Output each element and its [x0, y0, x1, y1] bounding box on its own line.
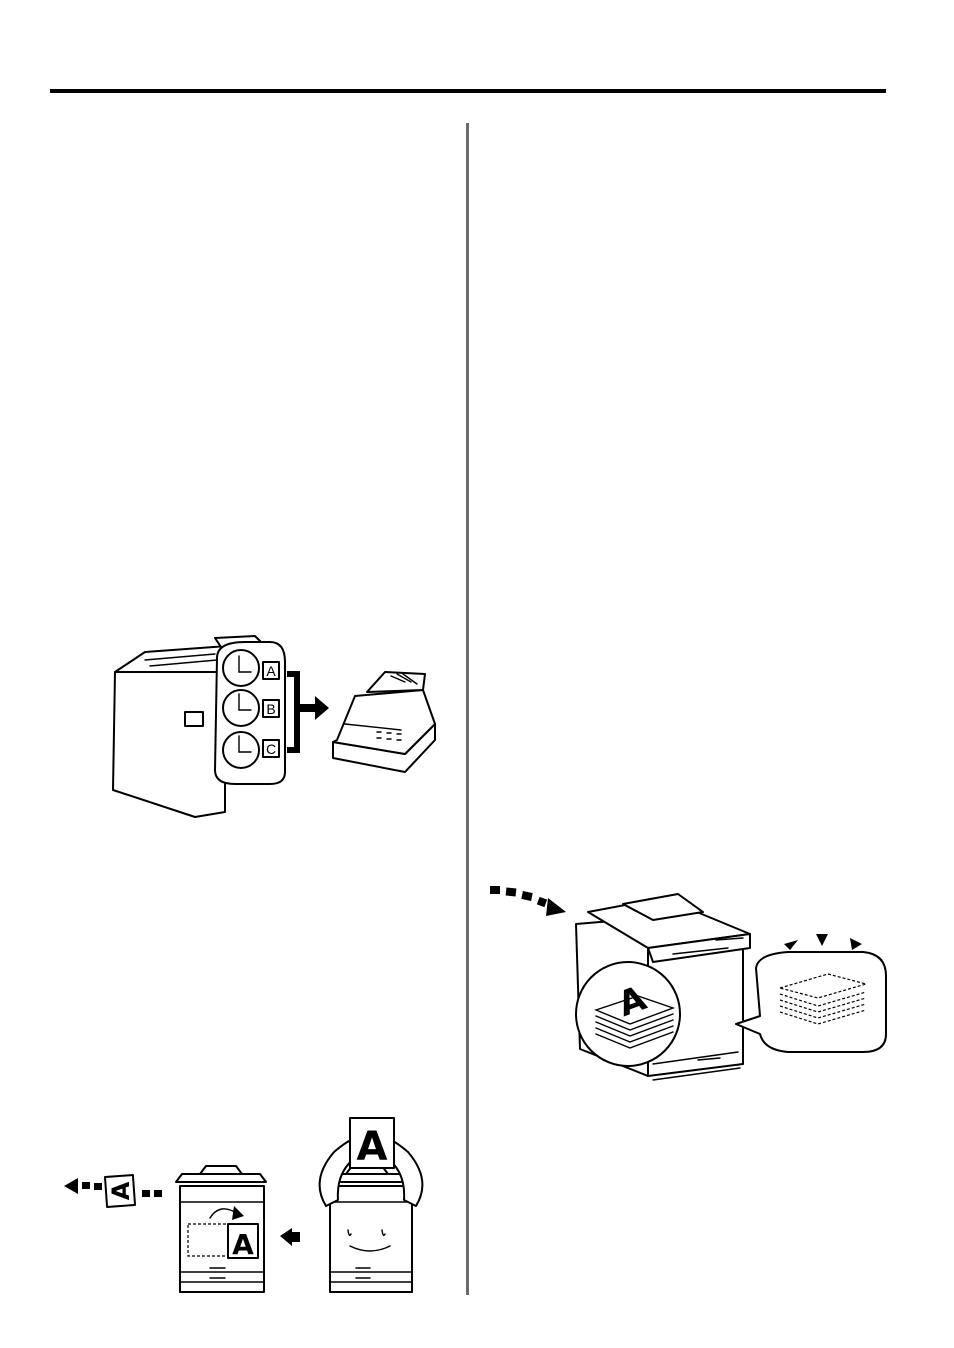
timer-label-c: C: [266, 741, 276, 757]
copy-return-illustration: A A A: [64, 1117, 424, 1293]
memory-storage-illustration: A: [490, 886, 887, 1081]
timer-label-b: B: [266, 701, 275, 717]
alert-mark-icon: [784, 934, 862, 950]
timer-label-a: A: [266, 663, 276, 679]
clock-icon: [222, 649, 260, 687]
dotted-arrow-icon: [490, 886, 566, 916]
output-letter: A: [107, 1181, 135, 1200]
held-letter: A: [357, 1124, 388, 1170]
header-rule: [50, 89, 886, 93]
column-divider: [466, 123, 469, 1295]
send-arrow-icon: [297, 696, 329, 720]
copied-letter: A: [232, 1228, 254, 1261]
fax-machine-icon: [332, 671, 436, 773]
timer-fax-illustration: A B C: [112, 635, 436, 818]
left-dotted-arrow-icon: [64, 1178, 102, 1194]
clock-icon: [222, 731, 260, 769]
left-arrow-icon: [280, 1228, 300, 1246]
clock-icon: [222, 689, 260, 727]
